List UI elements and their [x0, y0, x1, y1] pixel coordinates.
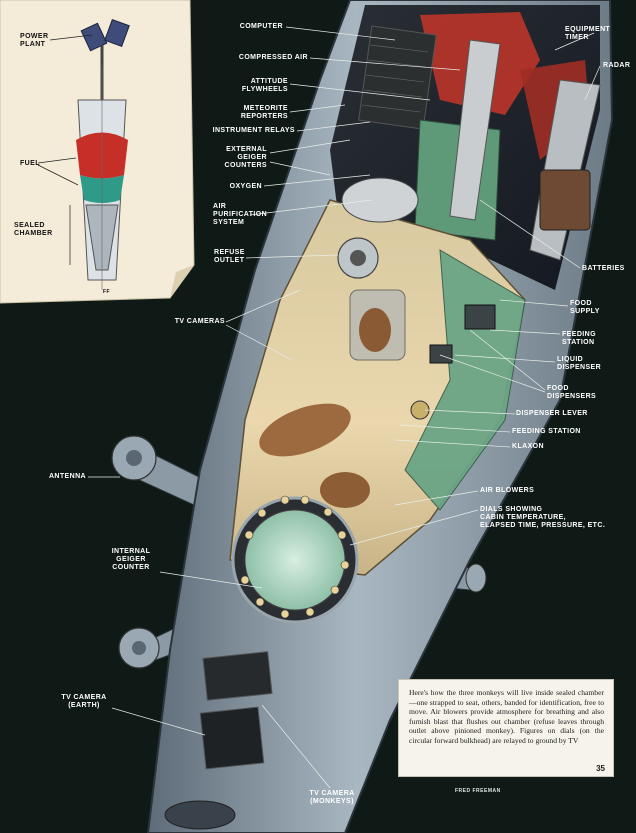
- label-equipment-timer: EQUIPMENT TIMER: [565, 26, 611, 41]
- label-feeding-station-lower: FEEDING STATION: [512, 428, 581, 435]
- label-external-geiger-counters: EXTERNAL GEIGER COUNTERS: [224, 146, 267, 169]
- label-dispenser-lever: DISPENSER LEVER: [516, 410, 588, 417]
- label-compressed-air: COMPRESSED AIR: [238, 54, 308, 61]
- label-tv-cameras: TV CAMERAS: [174, 318, 225, 325]
- inset-initials: FF: [103, 289, 110, 295]
- label-antenna: ANTENNA: [48, 473, 86, 480]
- label-internal-geiger-counter: INTERNAL GEIGER COUNTER: [111, 548, 151, 571]
- label-tv-camera-earth: TV CAMERA (EARTH): [61, 694, 107, 709]
- inset-rocket-diagram: [0, 0, 195, 304]
- monkey-floating: [259, 403, 351, 457]
- label-food-supply: FOOD SUPPLY: [570, 300, 600, 315]
- caption-box: Here's how the three monkeys will live i…: [398, 679, 614, 777]
- label-attitude-flywheels: ATTITUDE FLYWHEELS: [241, 78, 288, 93]
- tv-camera-monkeys-unit: [202, 651, 273, 701]
- label-computer: COMPUTER: [239, 23, 283, 30]
- monkey-lower: [320, 472, 370, 508]
- label-instrument-relays: INSTRUMENT RELAYS: [212, 127, 295, 134]
- label-power-plant: POWER PLANT: [20, 33, 49, 48]
- label-leader-lines: [88, 26, 601, 789]
- tv-camera-earth-unit: [199, 706, 265, 770]
- forward-bulkhead-dials: [231, 495, 359, 624]
- label-tv-camera-monkeys: TV CAMERA (MONKEYS): [309, 790, 355, 805]
- caption-text: Here's how the three monkeys will live i…: [409, 688, 604, 745]
- computer-panel: [358, 25, 437, 130]
- label-batteries: BATTERIES: [582, 265, 625, 272]
- label-fuel: FUEL: [20, 160, 40, 167]
- label-feeding-station-upper: FEEDING STATION: [562, 331, 596, 346]
- label-air-purification-system: AIR PURIFICATION SYSTEM: [213, 203, 268, 226]
- illustrator-credit: FRED FREEMAN: [455, 788, 501, 794]
- label-radar: RADAR: [603, 62, 631, 69]
- label-dials: DIALS SHOWING CABIN TEMPERATURE, ELAPSED…: [480, 506, 606, 529]
- label-refuse-outlet: REFUSE OUTLET: [214, 249, 245, 264]
- page-number: 35: [596, 764, 605, 773]
- label-klaxon: KLAXON: [512, 443, 544, 450]
- label-food-dispensers: FOOD DISPENSERS: [547, 385, 597, 400]
- label-sealed-chamber: SEALED CHAMBER: [14, 222, 53, 237]
- label-meteorite-reporters: METEORITE REPORTERS: [240, 105, 288, 120]
- monkey-seat: [349, 289, 406, 361]
- label-liquid-dispenser: LIQUID DISPENSER: [557, 356, 602, 371]
- label-oxygen: OXYGEN: [229, 183, 262, 190]
- label-air-blowers: AIR BLOWERS: [480, 487, 535, 494]
